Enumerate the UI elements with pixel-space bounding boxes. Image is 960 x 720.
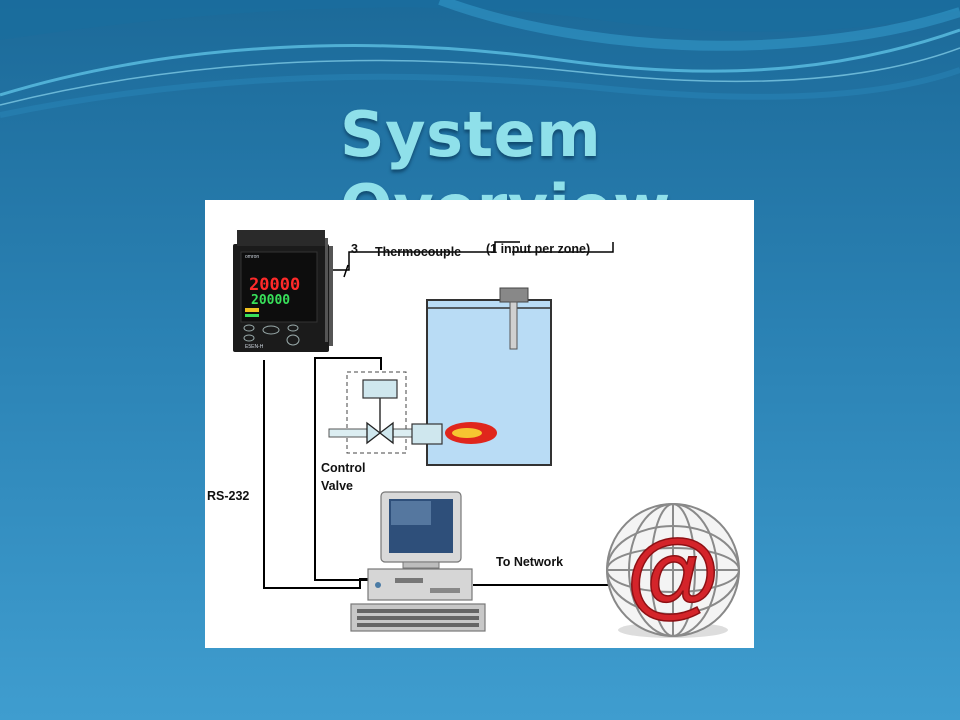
computer [350,491,486,632]
control-valve [328,371,443,454]
control-valve-label-line2: Valve [321,479,353,493]
diagram-panel: omron 20000 20000 E5EN-H [205,200,754,648]
thermocouple-wire [325,241,520,271]
rs232-label: RS-232 [207,489,249,503]
valve-actuator [362,379,398,399]
thermocouple-probe [509,301,518,350]
wire-count-label: 3 [351,242,358,256]
decorative-waves [0,0,960,118]
temperature-controller: omron 20000 20000 E5EN-H [233,230,333,352]
wiring [263,241,614,589]
controller-pv-display: 20000 [249,275,300,295]
thermocouple-head [499,287,529,303]
pc-base [367,568,473,601]
controller-sv-display: 20000 [251,293,290,308]
system-diagram: omron 20000 20000 E5EN-H [207,230,740,638]
wire-count-tick [343,264,349,278]
valve-control-wire [314,357,382,581]
controller-brand: omron [245,254,259,260]
network-globe: @ [606,503,740,638]
thermocouple-note: (1 input per zone) [486,242,590,256]
at-symbol-icon: @ [626,520,720,627]
thermocouple-label: Thermocouple [375,245,461,259]
network-label: To Network [496,555,563,569]
tank [426,287,552,466]
burner-box [411,423,443,445]
thermocouple-wire-2 [512,242,614,253]
control-valve-label-line1: Control [321,461,365,475]
controller-model: E5EN-H [245,344,264,350]
